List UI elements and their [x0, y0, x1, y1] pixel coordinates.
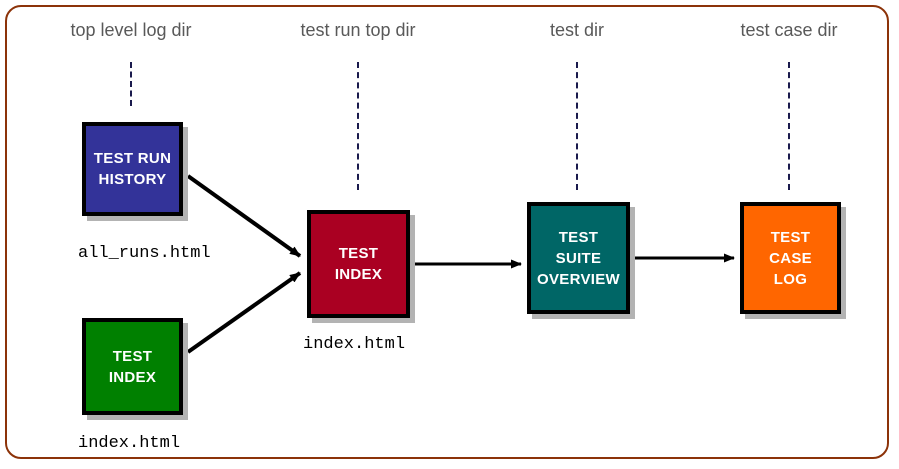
guide-line-test-case-dir [788, 62, 790, 190]
node-test-suite-overview-line-1: TEST [558, 228, 599, 246]
node-test-suite-overview[interactable]: TEST SUITE OVERVIEW [527, 202, 630, 314]
column-header-test-case-dir: test case dir [740, 20, 838, 40]
caption-index-html-red: index.html [303, 335, 406, 354]
caption-index-html-green: index.html [78, 434, 181, 453]
node-test-index-green[interactable]: TEST INDEX [82, 318, 183, 415]
node-test-case-log-line-1: TEST [770, 228, 811, 246]
node-test-suite-overview-line-3: OVERVIEW [537, 270, 620, 288]
node-test-index-red[interactable]: TEST INDEX [307, 210, 410, 318]
guide-line-top-level-log-dir [130, 62, 132, 106]
node-test-index-green-line-2: INDEX [108, 368, 157, 386]
caption-all-runs-html: all_runs.html [78, 244, 211, 263]
node-test-index-red-line-2: INDEX [334, 266, 383, 283]
node-test-index-green-line-1: TEST [112, 347, 153, 365]
node-test-run-history-line-2: HISTORY [98, 171, 167, 188]
node-test-suite-overview-line-2: SUITE [555, 249, 602, 267]
column-header-test-dir: test dir [549, 20, 605, 40]
node-test-case-log-line-3: LOG [773, 270, 808, 288]
node-test-run-history[interactable]: TEST RUN HISTORY [82, 122, 183, 216]
edge-test-index-green-to-test-index [186, 271, 302, 354]
node-test-case-log-line-2: CASE [769, 249, 812, 267]
column-header-top-level-log-dir: top level log dir [70, 20, 192, 40]
node-test-case-log[interactable]: TEST CASE LOG [740, 202, 841, 314]
column-header-test-run-top-dir: test run top dir [300, 20, 416, 40]
guide-line-test-run-top-dir [357, 62, 359, 190]
guide-line-test-dir [576, 62, 578, 190]
node-test-index-red-line-1: TEST [338, 245, 379, 262]
node-test-run-history-line-1: TEST RUN [93, 150, 172, 167]
